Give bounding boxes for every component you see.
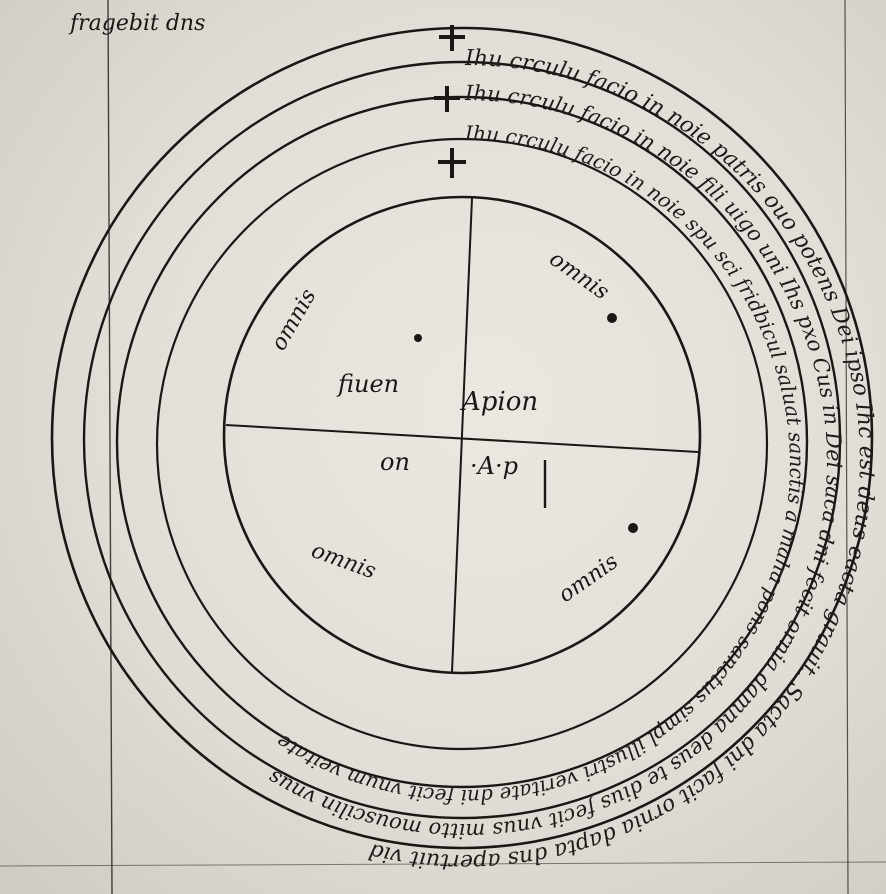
ring-third <box>115 95 809 789</box>
ring-fourth <box>155 137 769 751</box>
quadrant-word-top-left: omnis <box>267 285 322 355</box>
ring-center-disc <box>222 195 702 675</box>
ink-dot <box>414 334 422 342</box>
ring-second <box>82 60 842 820</box>
ink-dot <box>628 523 638 533</box>
margin-rule-left <box>107 0 113 894</box>
margin-rule-right <box>844 0 849 894</box>
cross-icon-outer <box>439 25 465 51</box>
header-note: fragebit dns <box>68 11 205 36</box>
quadrant-word-bottom-right: omnis <box>554 549 623 608</box>
quadrant-word-top-right: omnis <box>545 246 614 305</box>
ink-dot <box>607 313 617 323</box>
quadrant-word-bottom-left: omnis <box>308 538 379 584</box>
center-word-ap: ·A·p <box>470 452 518 480</box>
cross-icon-inner <box>438 148 466 178</box>
cross-icon-middle <box>434 86 460 112</box>
horizontal-divider <box>225 424 699 453</box>
vertical-divider <box>451 197 473 673</box>
ring-outermost <box>50 26 874 850</box>
center-word-apion: Apion <box>460 387 538 417</box>
bottom-rule <box>0 861 886 867</box>
center-word-on: on <box>380 448 410 476</box>
center-word-fiuen: fiuen <box>336 370 399 398</box>
